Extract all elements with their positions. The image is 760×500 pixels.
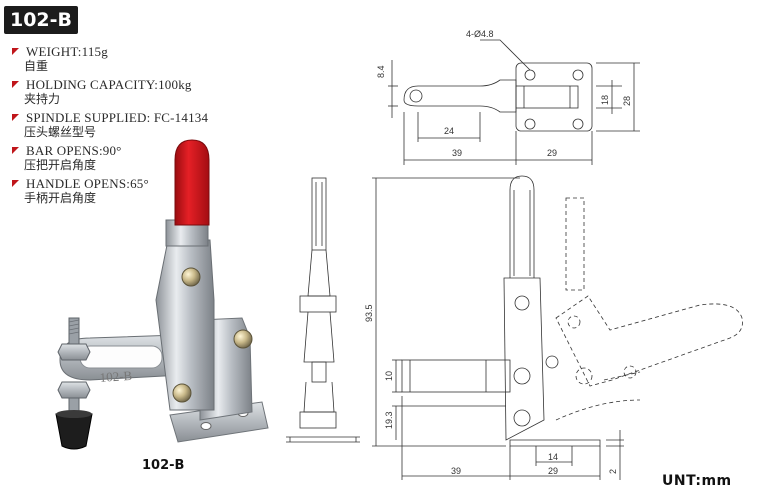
bullet-icon <box>12 114 19 121</box>
dim-side-hole: 14 <box>548 452 558 462</box>
dim-top-bar: 24 <box>444 126 454 136</box>
front-view <box>286 177 360 443</box>
spec-bar-en: BAR OPENS:90° <box>26 143 122 158</box>
bullet-icon <box>12 147 19 154</box>
unit-label: UNT:mm <box>662 473 732 489</box>
spec-item-handle-opens: HANDLE OPENS:65° 手柄开启角度 <box>4 176 274 206</box>
dim-side-spindle: 10 <box>384 371 394 381</box>
dim-hole-callout: 4-Ø4.8 <box>466 29 494 39</box>
dim-top-left: 39 <box>452 148 462 158</box>
spec-item-holding: HOLDING CAPACITY:100kg 夹持力 <box>4 77 274 107</box>
bullet-icon <box>12 48 19 55</box>
dim-top-height: 8.4 <box>376 65 386 78</box>
dim-side-total: 93.5 <box>364 304 374 322</box>
spec-item-bar-opens: BAR OPENS:90° 压把开启角度 <box>4 143 274 173</box>
photo-caption: 102-B <box>142 458 185 473</box>
spec-weight-cn: 自重 <box>24 59 49 73</box>
dim-side-thick: 2 <box>608 469 618 474</box>
bullet-icon <box>12 81 19 88</box>
spec-spindle-cn: 压头螺丝型号 <box>24 125 97 139</box>
spec-spindle-en: SPINDLE SUPPLIED: FC-14134 <box>26 110 209 125</box>
dim-side-right: 29 <box>548 466 558 476</box>
model-badge: 102-B <box>4 6 78 34</box>
top-view <box>388 39 640 165</box>
spec-holding-cn: 夹持力 <box>24 92 61 106</box>
dim-top-inner: 18 <box>600 95 610 105</box>
spec-item-spindle: SPINDLE SUPPLIED: FC-14134 压头螺丝型号 <box>4 110 274 140</box>
side-view <box>372 175 743 480</box>
dim-top-right: 29 <box>547 148 557 158</box>
spec-holding-en: HOLDING CAPACITY:100kg <box>26 77 192 92</box>
dim-top-outer: 28 <box>622 96 632 106</box>
spec-list: WEIGHT:115g 自重 HOLDING CAPACITY:100kg 夹持… <box>4 44 274 209</box>
spec-handle-cn: 手柄开启角度 <box>24 191 97 205</box>
spec-handle-en: HANDLE OPENS:65° <box>26 176 149 191</box>
spec-weight-en: WEIGHT:115g <box>26 44 108 59</box>
spec-item-weight: WEIGHT:115g 自重 <box>4 44 274 74</box>
bullet-icon <box>12 180 19 187</box>
dim-side-left: 39 <box>451 466 461 476</box>
photo-engraving: 102-B <box>99 368 133 385</box>
dim-side-base: 19.3 <box>384 411 394 429</box>
spec-bar-cn: 压把开启角度 <box>24 158 97 172</box>
